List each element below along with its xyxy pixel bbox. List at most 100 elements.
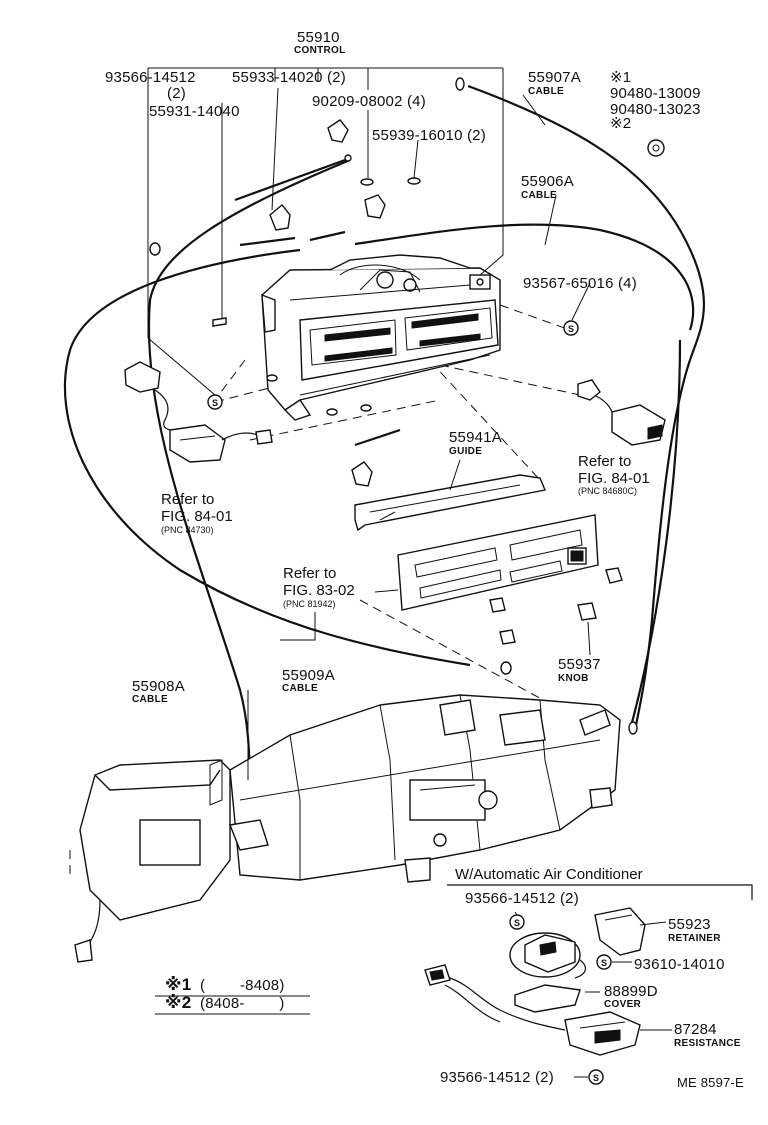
left-refer-to: Refer to — [161, 491, 214, 508]
right-refer-fig: FIG. 84-01 — [578, 470, 650, 487]
name-88899d: COVER — [604, 999, 642, 1010]
cable-end-right — [628, 721, 638, 735]
auto-ac-bracket — [447, 884, 753, 900]
heater-unit — [69, 694, 621, 963]
s-symbol-auto-mid: S — [596, 954, 612, 970]
control-unit — [261, 254, 501, 421]
svg-text:S: S — [514, 918, 520, 928]
name-55941a: GUIDE — [449, 446, 482, 457]
screw-55931 — [212, 317, 227, 327]
rod-mid2 — [309, 230, 346, 242]
mark-2: ※2 — [610, 115, 631, 132]
dash-4 — [439, 364, 581, 396]
s-symbol-auto-bottom: S — [588, 1069, 604, 1085]
svg-text:S: S — [593, 1073, 599, 1083]
label-87284: 87284 — [674, 1021, 717, 1038]
name-55906a: CABLE — [521, 190, 557, 201]
clip-55933-a — [269, 204, 291, 231]
label-90480-1: 90480-13009 — [610, 85, 701, 102]
mark-1: ※1 — [610, 69, 631, 86]
name-55907a: CABLE — [528, 86, 564, 97]
auto-ac-header: W/Automatic Air Conditioner — [455, 866, 643, 883]
nut-b — [326, 408, 338, 416]
rod-lower — [354, 428, 401, 447]
label-90209: 90209-08002 (4) — [312, 93, 426, 110]
knob-c — [577, 602, 597, 621]
right-refer-to: Refer to — [578, 453, 631, 470]
rod-upper — [234, 158, 346, 202]
legend-row1-mark: ※1 — [165, 975, 191, 994]
knob-a — [605, 567, 623, 584]
cable-right-long — [628, 339, 682, 731]
label-55908a: 55908A — [132, 678, 185, 695]
knob-b — [489, 597, 506, 613]
cable-55907a-right-descent — [634, 359, 692, 726]
clip-lower — [351, 461, 373, 487]
dash-5 — [419, 349, 541, 481]
footer-code: ME 8597-E — [677, 1075, 744, 1090]
knob-d — [499, 629, 516, 645]
label-93566-c: 93566-14512 (2) — [440, 1069, 554, 1086]
svg-text:S: S — [212, 398, 218, 408]
legend: ※1 ( -8408) ※2 (8408- ) — [155, 975, 310, 1015]
cable-55907a-loop — [467, 84, 706, 361]
dash-7 — [214, 359, 246, 401]
left-harness — [124, 361, 273, 463]
right-harness — [577, 379, 666, 446]
nut-a — [266, 374, 278, 382]
cable-55908a-loop — [147, 158, 351, 801]
legend-row2-range: (8408- ) — [200, 995, 285, 1012]
label-55906a: 55906A — [521, 173, 574, 190]
name-control: CONTROL — [294, 45, 346, 56]
guide-55941a — [354, 474, 546, 532]
grommet-90480 — [647, 139, 665, 157]
label-55931: 55931-14040 — [149, 103, 240, 120]
left-refer-pnc: (PNC 84730) — [161, 525, 214, 535]
label-55941a: 55941A — [449, 429, 502, 446]
s-symbol-left: S — [207, 394, 223, 410]
rod-middle — [239, 236, 296, 247]
washer-b — [407, 177, 421, 185]
label-55933: 55933-14020 (2) — [232, 69, 346, 86]
cable-end-top — [455, 77, 465, 91]
name-55923: RETAINER — [668, 933, 721, 944]
label-93566-a: 93566-14512 — [105, 69, 196, 86]
label-93567: 93567-65016 (4) — [523, 275, 637, 292]
washer-a — [360, 178, 374, 186]
legend-row2-mark: ※2 — [165, 993, 191, 1012]
dash-3 — [499, 304, 571, 331]
mid-refer-to: Refer to — [283, 565, 336, 582]
left-refer-fig: FIG. 84-01 — [161, 508, 233, 525]
name-55909a: CABLE — [282, 683, 318, 694]
auto-ac-parts — [424, 907, 646, 1056]
dash-2 — [249, 399, 441, 441]
label-90480-2: 90480-13023 — [610, 101, 701, 118]
s-symbol-right: S — [563, 320, 579, 336]
cable-end-55909a — [500, 661, 512, 675]
cable-55906a-outer-loop — [354, 223, 695, 331]
s-symbol-auto-top: S — [509, 914, 525, 930]
label-93566-b: 93566-14512 (2) — [465, 890, 579, 907]
label-93566-a-qty: (2) — [167, 85, 186, 102]
mid-refer-fig: FIG. 83-02 — [283, 582, 355, 599]
clip-55933-b — [364, 194, 386, 219]
label-55923: 55923 — [668, 916, 711, 933]
face-panel — [397, 514, 599, 611]
label-55907a: 55907A — [528, 69, 581, 86]
label-55939: 55939-16010 (2) — [372, 127, 486, 144]
label-55910: 55910 — [297, 29, 340, 46]
name-55908a: CABLE — [132, 694, 168, 705]
clip-90209 — [327, 119, 349, 143]
name-87284: RESISTANCE — [674, 1038, 741, 1049]
right-refer-pnc: (PNC 84680C) — [578, 486, 637, 496]
name-55937: KNOB — [558, 673, 589, 684]
svg-text:S: S — [568, 324, 574, 334]
cable-end-left — [149, 242, 161, 256]
cable-55909a-loop — [63, 248, 471, 667]
label-88899d: 88899D — [604, 983, 658, 1000]
svg-text:S: S — [601, 958, 607, 968]
mid-refer-pnc: (PNC 81942) — [283, 599, 336, 609]
legend-row1-range: ( -8408) — [200, 977, 285, 994]
